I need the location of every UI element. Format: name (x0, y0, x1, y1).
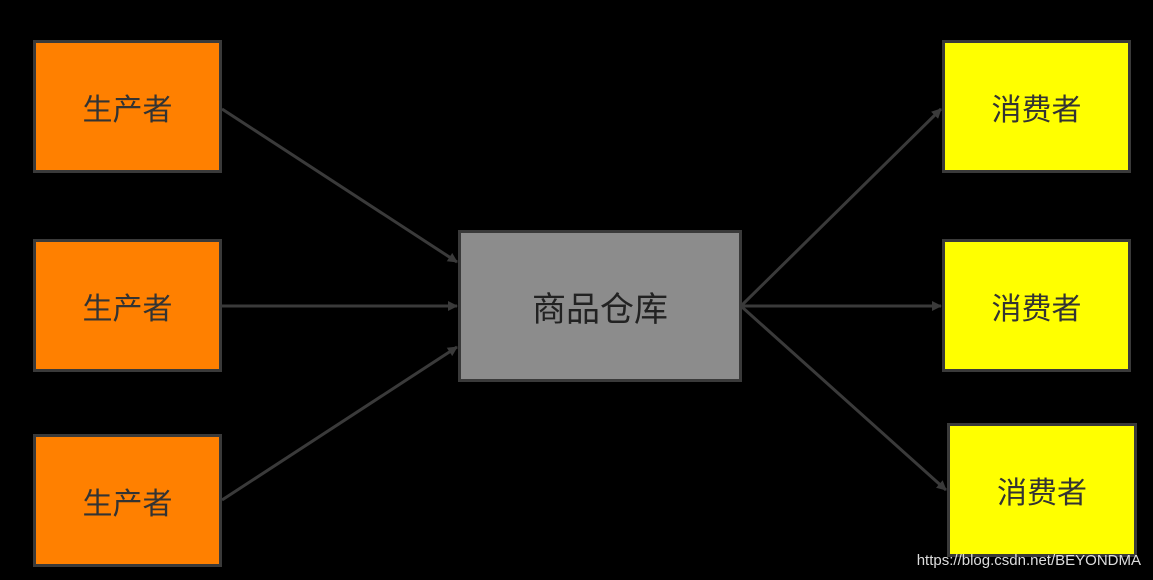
consumer-node-2: 消费者 (942, 239, 1131, 372)
watermark: https://blog.csdn.net/BEYONDMA (916, 552, 1141, 569)
edge-warehouse-to-consumer-1 (740, 107, 943, 307)
consumer-label: 消费者 (991, 92, 1082, 128)
edge-producer-3-to-warehouse (221, 345, 458, 502)
producer-node-3: 生产者 (33, 434, 222, 567)
warehouse-label: 商品仓库 (532, 289, 668, 330)
consumer-node-1: 消费者 (942, 40, 1131, 173)
producer-label: 生产者 (82, 92, 173, 128)
consumer-label: 消费者 (991, 291, 1082, 327)
edge-producer-1-to-warehouse (221, 107, 458, 264)
warehouse-node: 商品仓库 (458, 230, 742, 382)
consumer-node-3: 消费者 (947, 423, 1137, 557)
producer-label: 生产者 (82, 486, 173, 522)
producer-label: 生产者 (82, 291, 173, 327)
edge-warehouse-to-consumer-3 (740, 305, 948, 492)
consumer-label: 消费者 (997, 476, 1087, 511)
producer-node-2: 生产者 (33, 239, 222, 372)
producer-node-1: 生产者 (33, 40, 222, 173)
